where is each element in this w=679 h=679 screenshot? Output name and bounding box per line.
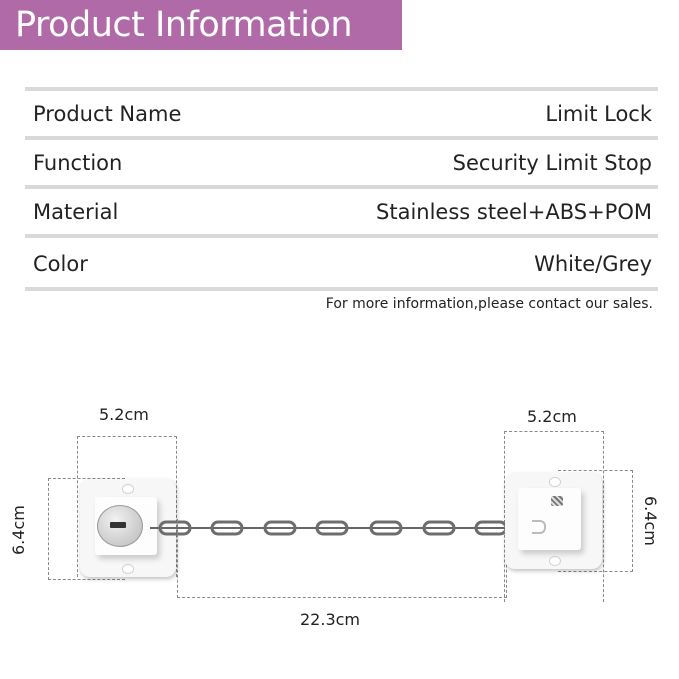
spec-label: Color xyxy=(33,252,88,276)
right-height-label: 6.4cm xyxy=(641,496,660,546)
page-title: Product Information xyxy=(15,5,353,45)
right-width-label: 5.2cm xyxy=(527,407,577,426)
contact-note: For more information,please contact our … xyxy=(325,296,653,312)
right-height-guide xyxy=(558,470,633,572)
spec-label: Material xyxy=(33,200,119,224)
chain-slot-icon xyxy=(532,520,546,534)
release-button-icon xyxy=(551,496,563,506)
spec-table: Product Name Limit Lock Function Securit… xyxy=(25,87,658,291)
left-mount-plate xyxy=(80,479,176,577)
right-lock-block xyxy=(518,488,581,550)
chain-length-guide xyxy=(177,519,507,598)
left-height-guide xyxy=(48,478,125,580)
lock-knob xyxy=(97,505,143,547)
spec-label: Product Name xyxy=(33,102,182,126)
divider xyxy=(25,287,658,291)
divider xyxy=(25,185,658,189)
spec-row-product-name: Product Name Limit Lock xyxy=(25,91,658,136)
left-width-guide xyxy=(77,436,177,577)
screw-hole xyxy=(122,484,134,494)
title-band: Product Information xyxy=(0,0,402,50)
spec-row-color: Color White/Grey xyxy=(25,238,658,287)
right-width-guide xyxy=(504,431,604,602)
divider xyxy=(25,234,658,238)
spec-row-material: Material Stainless steel+ABS+POM xyxy=(25,189,658,234)
screw-hole xyxy=(122,564,134,574)
divider xyxy=(25,87,658,91)
right-mount-plate xyxy=(505,473,602,569)
left-lock-block xyxy=(95,497,157,555)
chain-length-label: 22.3cm xyxy=(300,610,361,629)
spec-value: White/Grey xyxy=(534,252,652,276)
spec-row-function: Function Security Limit Stop xyxy=(25,140,658,185)
spec-value: Security Limit Stop xyxy=(452,151,652,175)
screw-hole xyxy=(549,556,561,566)
left-height-label: 6.4cm xyxy=(9,505,28,555)
divider xyxy=(25,136,658,140)
left-width-label: 5.2cm xyxy=(99,405,149,424)
spec-value: Limit Lock xyxy=(545,102,652,126)
spec-label: Function xyxy=(33,151,123,175)
screw-hole xyxy=(549,477,561,487)
chain-icon xyxy=(150,520,535,536)
spec-value: Stainless steel+ABS+POM xyxy=(376,200,652,224)
